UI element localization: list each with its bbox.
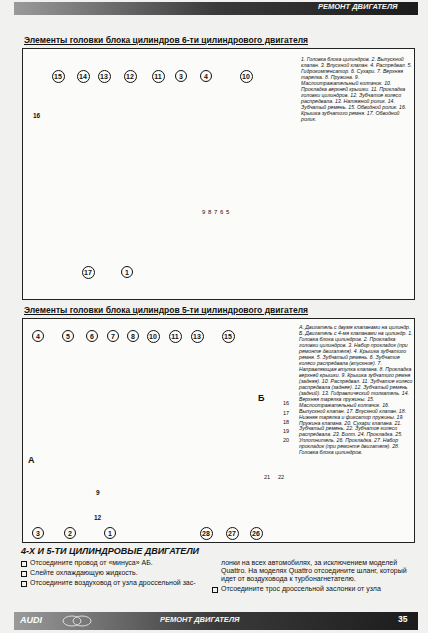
callout-circle: 3 bbox=[32, 527, 44, 539]
callout-number: 5 bbox=[66, 333, 70, 340]
callout-circle: 11 bbox=[169, 330, 182, 343]
callout-circle: 5 bbox=[62, 330, 74, 342]
part-label: 35 bbox=[398, 615, 407, 625]
callout-circle: 3 bbox=[175, 70, 187, 82]
callout-circle: 13 bbox=[191, 330, 204, 343]
part-label: 5 bbox=[226, 209, 229, 216]
callout-circle: 15 bbox=[52, 70, 65, 83]
part-label: 20 bbox=[283, 437, 289, 443]
part-label: РЕМОНТ ДВИГАТЕЛЯ bbox=[160, 616, 240, 625]
part-label: лонки на всех автомобилях, за исключение… bbox=[221, 559, 413, 583]
callout-number: 8 bbox=[131, 333, 135, 340]
callout-circle: 17 bbox=[82, 266, 95, 279]
callout-number: 15 bbox=[224, 333, 232, 340]
part-label: 19 bbox=[283, 428, 289, 434]
part-label: 6 bbox=[220, 209, 223, 216]
instruction-text: Слейте охлаждающую жидкость. bbox=[21, 569, 138, 577]
part-label: 21 bbox=[264, 474, 270, 480]
callout-circle: 10 bbox=[240, 70, 253, 83]
panel-heading: Элементы головки блока цилиндров 5-ти ци… bbox=[24, 305, 308, 315]
callout-number: 27 bbox=[228, 530, 236, 537]
callout-circle: 12 bbox=[124, 70, 137, 83]
callout-number: 4 bbox=[204, 73, 208, 80]
part-label: 9 bbox=[202, 209, 205, 216]
callout-number: 2 bbox=[68, 530, 72, 537]
part-label: 8 bbox=[208, 209, 211, 216]
callout-number: 6 bbox=[90, 333, 94, 340]
part-label: РЕМОНТ ДВИГАТЕЛЯ bbox=[318, 3, 398, 12]
callout-number: 13 bbox=[100, 73, 108, 80]
part-label: 17 bbox=[283, 410, 289, 416]
footer-bar bbox=[14, 612, 418, 630]
callout-circle: 15 bbox=[222, 330, 235, 343]
callout-circle: 14 bbox=[77, 70, 90, 83]
callout-circle: 2 bbox=[64, 527, 76, 539]
callout-circle: 10 bbox=[147, 330, 160, 343]
callout-number: 3 bbox=[179, 73, 183, 80]
callout-number: 26 bbox=[252, 530, 260, 537]
callout-circle: 4 bbox=[200, 70, 212, 82]
callout-circle: 26 bbox=[250, 527, 263, 540]
callout-number: 11 bbox=[154, 73, 161, 80]
callout-circle: 1 bbox=[104, 527, 116, 539]
part-label: 16 bbox=[33, 112, 40, 119]
callout-circle: 7 bbox=[107, 330, 119, 342]
callout-number: 13 bbox=[193, 333, 201, 340]
audi-ring bbox=[73, 616, 91, 626]
callout-circle: 4 bbox=[32, 330, 44, 342]
callout-number: 1 bbox=[108, 530, 112, 537]
heading-label: А bbox=[28, 455, 35, 465]
instruction-text: Отсоедините трос дроссельной заслонки от… bbox=[212, 585, 422, 593]
callout-number: 4 bbox=[36, 333, 40, 340]
callout-circle: 6 bbox=[86, 330, 98, 342]
legend-text: А. Двигатель с двумя клапанами на цилинд… bbox=[299, 325, 413, 456]
callout-number: 10 bbox=[149, 333, 157, 340]
diagram-panel: Элементы головки блока цилиндров 5-ти ци… bbox=[22, 318, 415, 543]
heading-label: 4-Х И 5-ТИ ЦИЛИНДРОВЫЕ ДВИГАТЕЛИ bbox=[21, 546, 199, 556]
audi-ring bbox=[63, 616, 81, 626]
callout-number: 7 bbox=[111, 333, 115, 340]
callout-number: 15 bbox=[54, 73, 62, 80]
callout-number: 1 bbox=[125, 269, 129, 276]
part-label: 9 bbox=[96, 489, 100, 496]
part-label: 7 bbox=[214, 209, 217, 216]
callout-number: 11 bbox=[171, 333, 178, 340]
heading-label: AUDI bbox=[20, 615, 42, 625]
part-label: 22 bbox=[278, 474, 284, 480]
instruction-text: Отсоедините провод от «минуса» АБ. bbox=[21, 559, 153, 567]
instruction-text: Отсоедините воздуховод от узла дроссельн… bbox=[21, 579, 196, 587]
callout-number: 28 bbox=[202, 530, 210, 537]
header-bar bbox=[14, 2, 418, 15]
panel-heading: Элементы головки блока цилиндров 6-ти ци… bbox=[24, 35, 308, 45]
diagram-panel: Элементы головки блока цилиндров 6-ти ци… bbox=[22, 48, 415, 300]
callout-circle: 13 bbox=[98, 70, 111, 83]
callout-number: 12 bbox=[126, 73, 134, 80]
part-label: 18 bbox=[283, 419, 289, 425]
callout-number: 3 bbox=[36, 530, 40, 537]
callout-circle: 11 bbox=[152, 70, 165, 83]
part-label: 12 bbox=[94, 514, 101, 521]
callout-circle: 1 bbox=[121, 266, 133, 278]
callout-circle: 8 bbox=[127, 330, 139, 342]
callout-number: 17 bbox=[84, 269, 92, 276]
callout-number: 14 bbox=[79, 73, 87, 80]
callout-circle: 27 bbox=[226, 527, 239, 540]
callout-circle: 28 bbox=[200, 527, 213, 540]
heading-label: Б bbox=[258, 393, 264, 403]
callout-number: 10 bbox=[242, 73, 250, 80]
part-label: 16 bbox=[283, 400, 289, 406]
legend-text: 1. Головка блока цилиндров. 2. Выпускной… bbox=[301, 57, 413, 123]
